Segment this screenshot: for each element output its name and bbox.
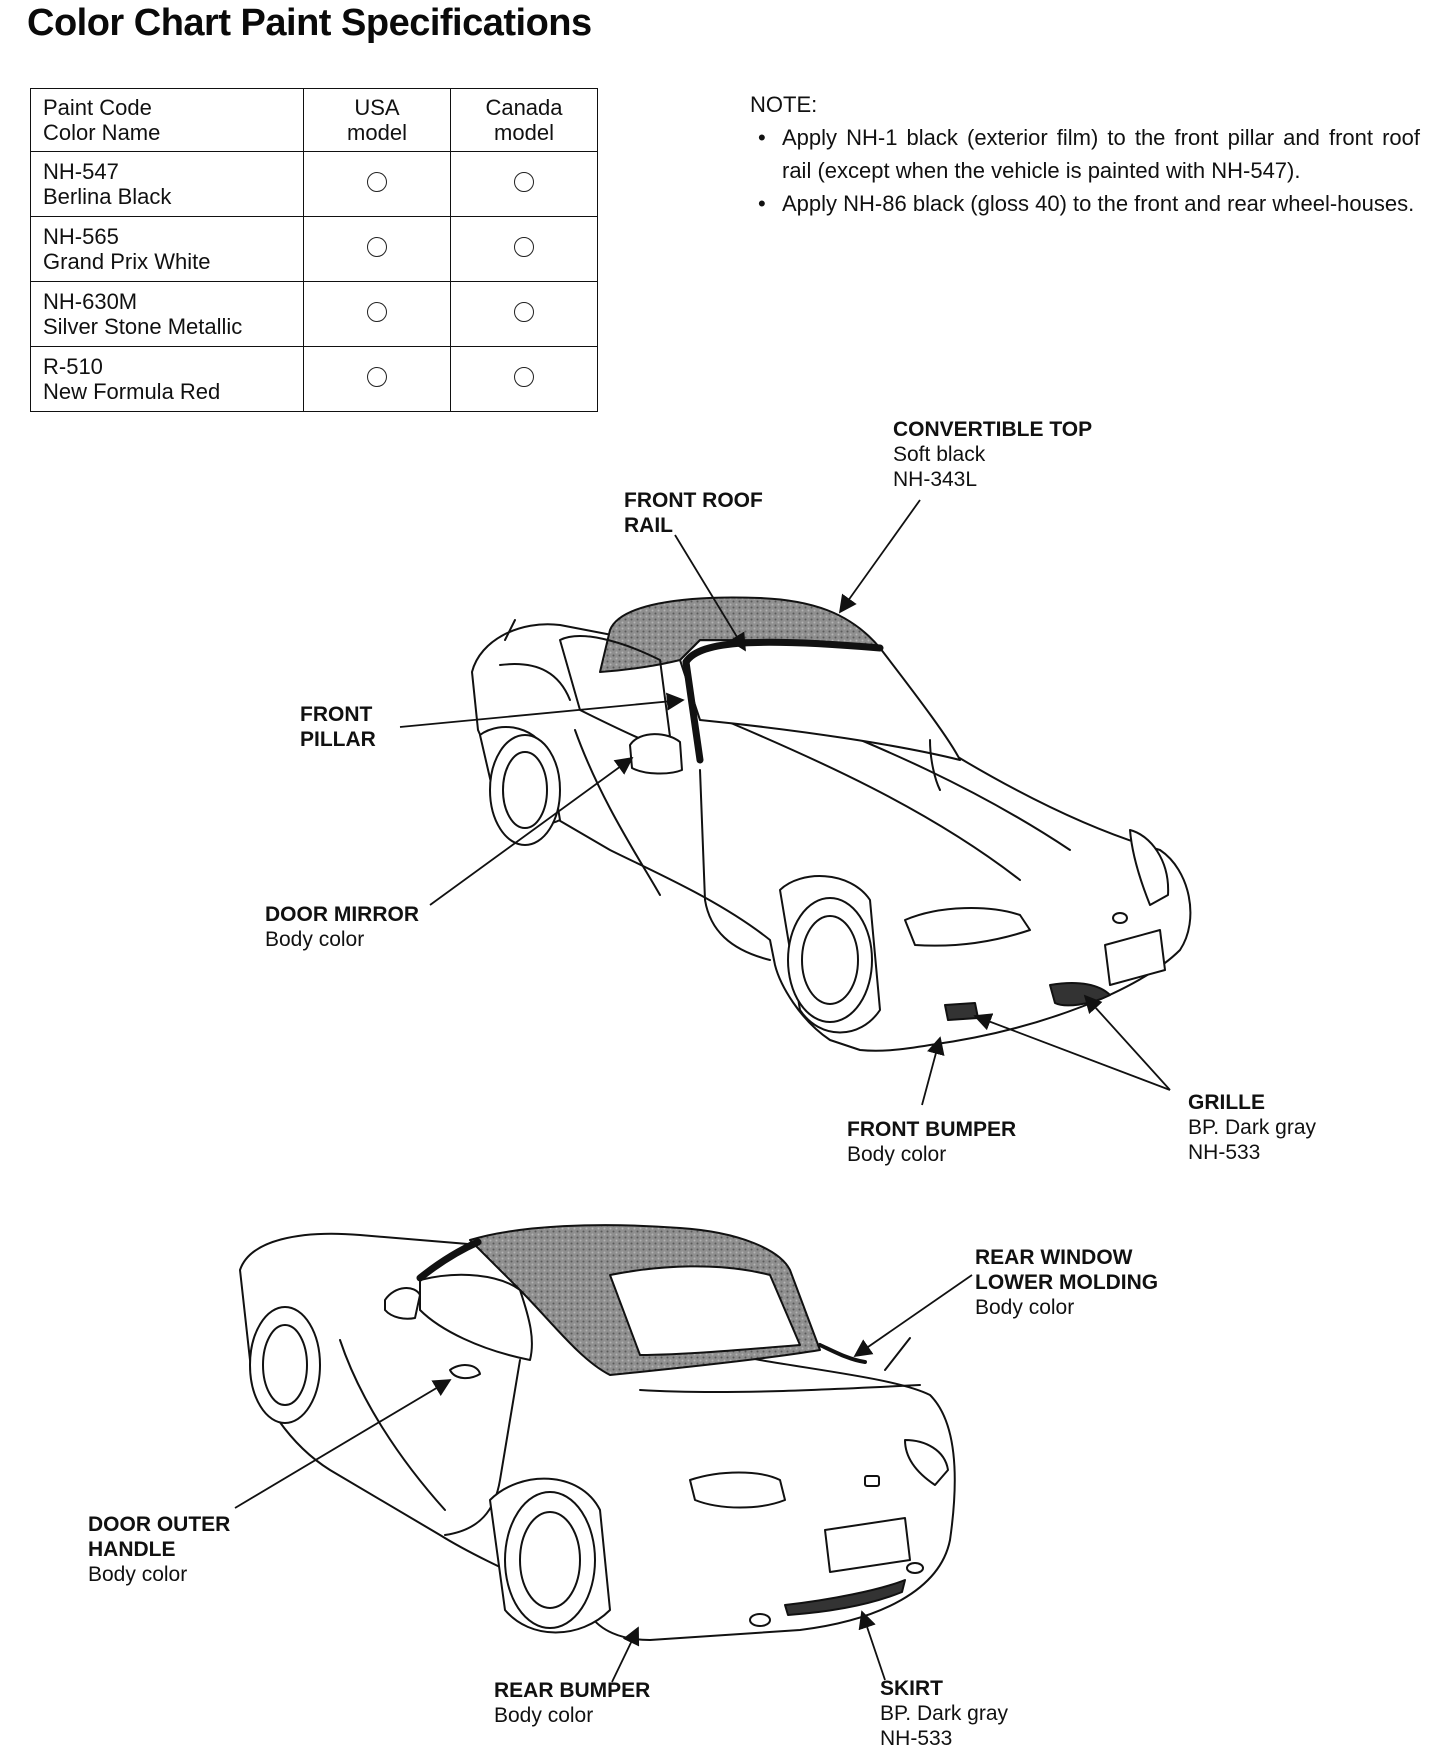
paint-code: NH-630M [43, 289, 138, 314]
paint-cell: R-510 New Formula Red [30, 346, 304, 412]
note-heading: NOTE: [750, 92, 818, 117]
label-skirt: SKIRT BP. Dark gray NH-533 [880, 1677, 1008, 1750]
leader-convertible-top [838, 499, 921, 614]
canada-availability [450, 346, 598, 412]
front-car-illustration [471, 596, 1192, 1052]
canada-availability [450, 151, 598, 217]
circle-mark-icon [514, 236, 534, 257]
paint-code: NH-547 [43, 159, 119, 184]
rear-car-illustration [239, 1224, 956, 1641]
circle-mark-icon [367, 301, 387, 322]
label-front-pillar: FRONT PILLAR [300, 703, 376, 751]
note-item: Apply NH-1 black (exterior film) to the … [750, 121, 1420, 187]
table-row: NH-565 Grand Prix White [30, 216, 598, 282]
label-rear-bumper: REAR BUMPER Body color [494, 1679, 651, 1727]
color-name: Silver Stone Metallic [43, 314, 243, 339]
paint-cell: NH-565 Grand Prix White [30, 216, 304, 282]
paint-spec-table: Paint Code Color Name USA model Canada m… [30, 88, 598, 412]
page-title: Color Chart Paint Specifications [27, 2, 592, 44]
leader-door-mirror [429, 756, 634, 906]
usa-availability [303, 216, 451, 282]
color-name: Berlina Black [43, 184, 172, 209]
table-header-row: Paint Code Color Name USA model Canada m… [30, 88, 598, 152]
leader-door-outer-handle [234, 1379, 452, 1509]
paint-cell: NH-630M Silver Stone Metallic [30, 281, 304, 347]
leader-rear-window-molding [853, 1274, 973, 1358]
header-paint-code: Paint Code Color Name [30, 88, 304, 152]
leader-rear-bumper [611, 1626, 640, 1683]
label-rear-window-lower-molding: REAR WINDOW LOWER MOLDING Body color [975, 1246, 1159, 1319]
leader-front-bumper [921, 1036, 945, 1106]
color-name: New Formula Red [43, 379, 221, 404]
label-door-mirror: DOOR MIRROR Body color [265, 903, 419, 951]
rear-leader-lines [234, 1274, 973, 1683]
table-row: R-510 New Formula Red [30, 346, 598, 412]
color-name: Grand Prix White [43, 249, 211, 274]
circle-mark-icon [514, 366, 534, 387]
note-block: NOTE: Apply NH-1 black (exterior film) t… [750, 88, 1420, 220]
leader-grille-2 [1083, 994, 1171, 1091]
circle-mark-icon [514, 301, 534, 322]
label-front-roof-rail: FRONT ROOF RAIL [624, 489, 763, 537]
label-grille: GRILLE BP. Dark gray NH-533 [1188, 1091, 1316, 1164]
usa-availability [303, 346, 451, 412]
paint-code: R-510 [43, 354, 103, 379]
note-list: Apply NH-1 black (exterior film) to the … [750, 121, 1420, 220]
circle-mark-icon [514, 171, 534, 192]
label-front-bumper: FRONT BUMPER Body color [847, 1118, 1017, 1166]
front-leader-lines [399, 499, 1171, 1106]
usa-availability [303, 281, 451, 347]
leader-front-roof-rail [674, 534, 746, 652]
paint-code: NH-565 [43, 224, 119, 249]
table-row: NH-547 Berlina Black [30, 151, 598, 217]
label-door-outer-handle: DOOR OUTER HANDLE Body color [88, 1513, 231, 1586]
leader-grille-1 [973, 1013, 1171, 1091]
leader-front-pillar [399, 692, 685, 728]
paint-cell: NH-547 Berlina Black [30, 151, 304, 217]
circle-mark-icon [367, 171, 387, 192]
table-row: NH-630M Silver Stone Metallic [30, 281, 598, 347]
label-convertible-top: CONVERTIBLE TOP Soft black NH-343L [893, 418, 1093, 491]
circle-mark-icon [367, 366, 387, 387]
circle-mark-icon [367, 236, 387, 257]
note-item: Apply NH-86 black (gloss 40) to the fron… [750, 187, 1420, 220]
leader-skirt [858, 1610, 886, 1681]
canada-availability [450, 281, 598, 347]
